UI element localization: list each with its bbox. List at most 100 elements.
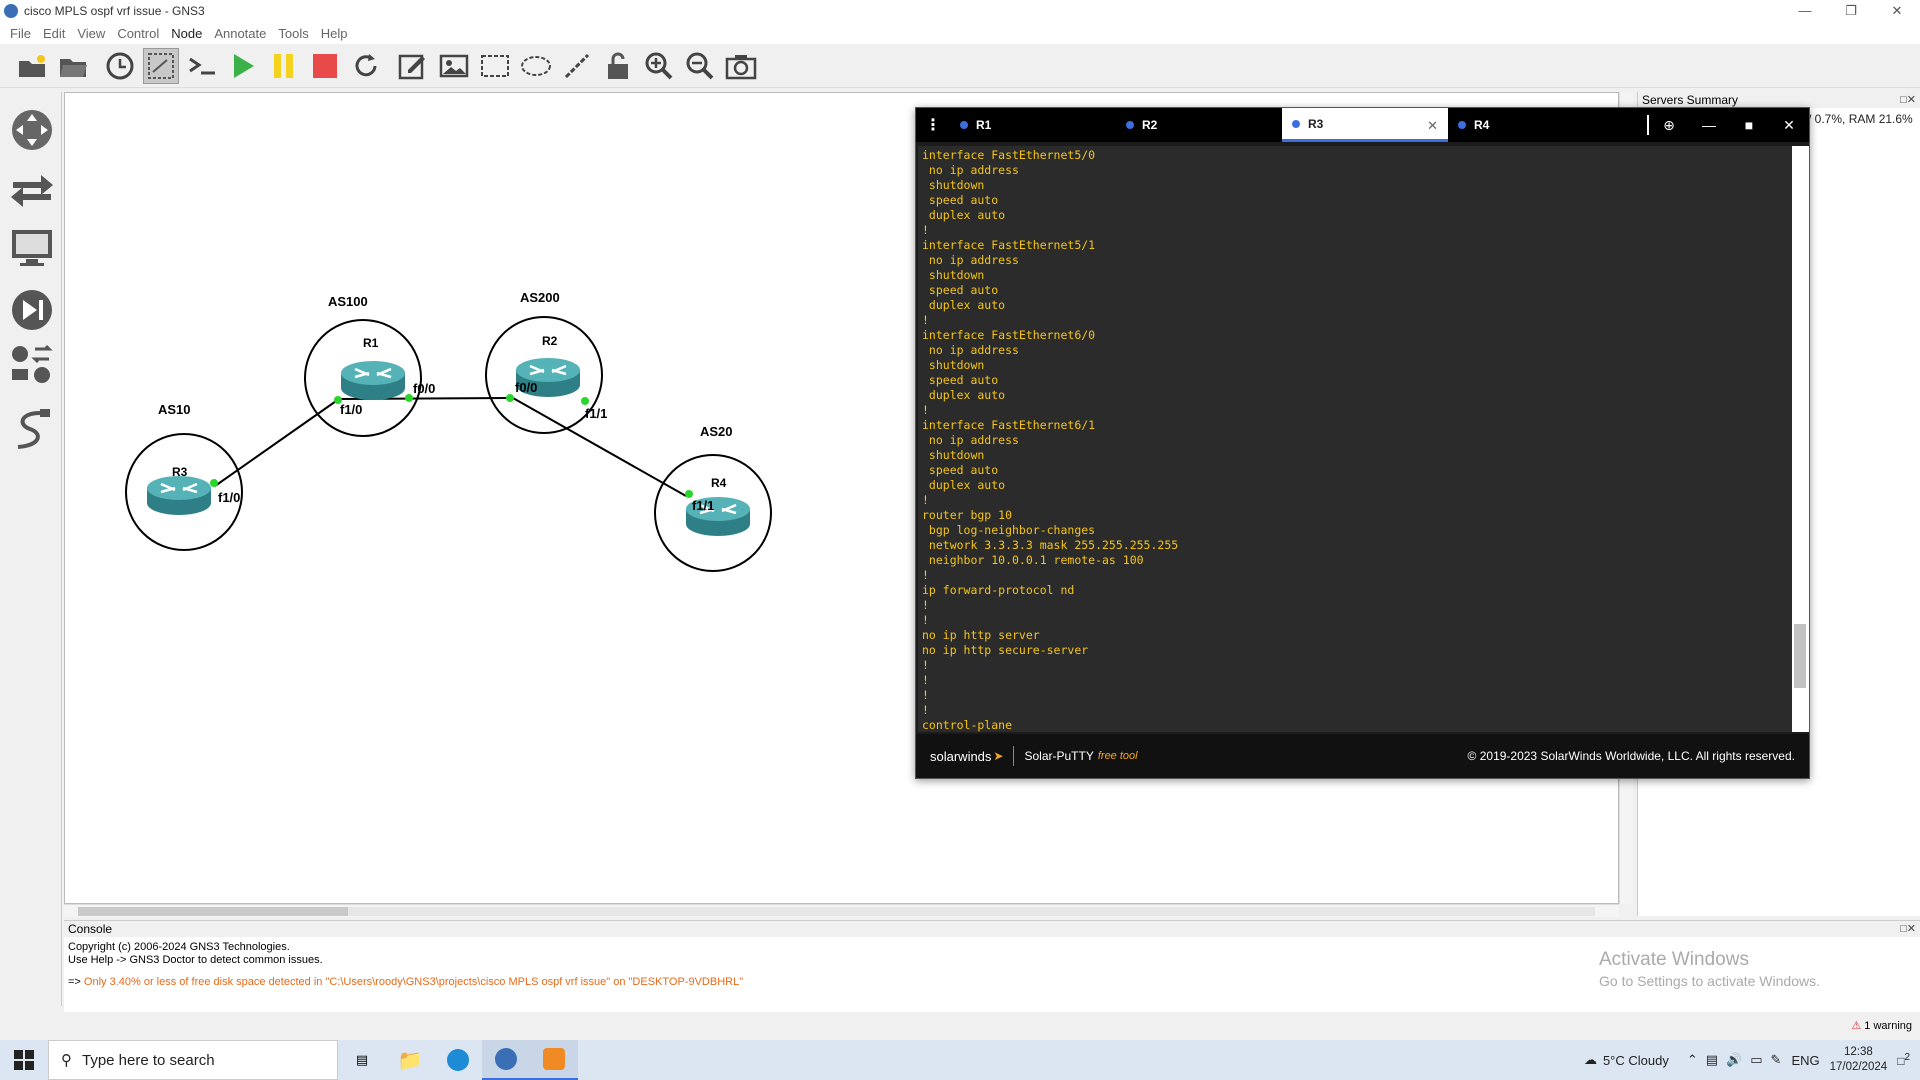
- title-bar: cisco MPLS ospf vrf issue - GNS3 — ❐ ✕: [0, 0, 1920, 22]
- router-r1-label: R1: [363, 336, 379, 350]
- session-status-icon: [1126, 121, 1134, 129]
- add-link-button[interactable]: [8, 406, 56, 454]
- router-r1[interactable]: [341, 361, 405, 400]
- product-name: Solar-PuTTY: [1024, 749, 1094, 763]
- tab-r2[interactable]: R2: [1116, 108, 1282, 142]
- menu-view[interactable]: View: [77, 25, 106, 41]
- task-view-button[interactable]: ▤: [338, 1040, 386, 1080]
- snapshot-history-button[interactable]: [102, 48, 138, 84]
- pen-icon[interactable]: ✎: [1770, 1052, 1782, 1067]
- router-r4-label: R4: [711, 476, 727, 490]
- gns3-taskbar-button[interactable]: [482, 1040, 530, 1080]
- browse-routers-button[interactable]: [8, 106, 56, 154]
- suspend-all-button[interactable]: [266, 48, 302, 84]
- console-all-button[interactable]: [184, 48, 220, 84]
- putty-minimize-button[interactable]: —: [1702, 117, 1716, 133]
- taskbar-search-box[interactable]: ⚲ Type here to search: [48, 1040, 338, 1080]
- router-r4[interactable]: [686, 497, 750, 536]
- language-indicator[interactable]: ENG: [1791, 1052, 1820, 1068]
- start-all-button[interactable]: [225, 48, 261, 84]
- tab-r1[interactable]: R1: [950, 108, 1116, 142]
- router-r3[interactable]: [147, 476, 211, 515]
- interface-label-r3-f1-0: f1/0: [218, 490, 240, 505]
- weather-text[interactable]: 5°C Cloudy: [1602, 1052, 1669, 1068]
- show-interface-labels-button[interactable]: [143, 47, 179, 84]
- stop-all-button[interactable]: [307, 48, 343, 84]
- close-panel-icon[interactable]: □✕: [1900, 923, 1916, 935]
- zoom-in-button[interactable]: [641, 48, 677, 84]
- browse-all-devices-button[interactable]: [8, 342, 56, 390]
- system-clock[interactable]: 12:38 17/02/2024: [1830, 1045, 1888, 1075]
- close-panel-icon[interactable]: □✕: [1900, 94, 1916, 106]
- network-icon[interactable]: ▤: [1705, 1052, 1719, 1067]
- terminal-scrollbar[interactable]: [1792, 146, 1809, 732]
- interface-label-r1-f1-0: f1/0: [340, 402, 362, 417]
- as20-circle[interactable]: [654, 454, 772, 572]
- status-bar: ⚠ 1 warning: [0, 1012, 1920, 1040]
- menu-control[interactable]: Control: [117, 25, 160, 41]
- topology-svg: AS100 AS200 AS10 AS20 R1 R2 R3 R4 f1/0 f…: [125, 290, 772, 572]
- volume-icon[interactable]: 🔊: [1726, 1052, 1743, 1067]
- menu-annotate[interactable]: Annotate: [214, 25, 267, 41]
- as100-circle[interactable]: [304, 319, 422, 437]
- link-r1-r3[interactable]: [214, 398, 340, 487]
- tab-r3[interactable]: R3✕: [1282, 108, 1448, 142]
- draw-rectangle-button[interactable]: [477, 48, 513, 84]
- insert-picture-button[interactable]: [436, 48, 472, 84]
- draw-line-button[interactable]: [559, 48, 595, 84]
- menu-edit[interactable]: Edit: [42, 25, 66, 41]
- edge-icon: [447, 1049, 469, 1071]
- device-dock: [0, 92, 62, 1006]
- warning-icon: ⚠: [1851, 1020, 1862, 1032]
- scrollbar-thumb[interactable]: [1794, 624, 1806, 688]
- menu-help[interactable]: Help: [320, 25, 348, 41]
- menu-node[interactable]: Node: [171, 25, 203, 41]
- link-status-dot: [334, 396, 342, 404]
- file-explorer-button[interactable]: 📁: [386, 1040, 434, 1080]
- terminal-output[interactable]: interface FastEthernet5/0 no ip address …: [918, 146, 1792, 732]
- zoom-out-button[interactable]: [682, 48, 718, 84]
- open-project-button[interactable]: [55, 48, 91, 84]
- servers-summary-title: Servers Summary: [1642, 93, 1739, 107]
- browse-security-devices-button[interactable]: [8, 286, 56, 334]
- clock-date: 17/02/2024: [1829, 1061, 1888, 1073]
- edge-browser-button[interactable]: [434, 1040, 482, 1080]
- putty-close-button[interactable]: ✕: [1783, 116, 1795, 133]
- reload-all-button[interactable]: [348, 48, 384, 84]
- interface-label-r2-f0-0: f0/0: [515, 380, 537, 395]
- add-note-button[interactable]: [395, 48, 431, 84]
- new-session-icon[interactable]: ⊕: [1663, 116, 1675, 133]
- display-icon[interactable]: ▭: [1750, 1052, 1763, 1067]
- restore-button[interactable]: ❐: [1845, 3, 1857, 18]
- minimize-button[interactable]: —: [1798, 3, 1812, 18]
- browse-switches-button[interactable]: [8, 166, 56, 214]
- start-button[interactable]: [0, 1040, 48, 1080]
- scrollbar-thumb[interactable]: [78, 907, 348, 916]
- menu-file[interactable]: File: [10, 25, 31, 41]
- link-r2-r4[interactable]: [512, 397, 687, 497]
- screenshot-button[interactable]: [723, 48, 759, 84]
- router-r2-label: R2: [542, 334, 558, 348]
- activate-windows-subtitle: Go to Settings to activate Windows.: [1599, 973, 1820, 989]
- menu-tools[interactable]: Tools: [278, 25, 309, 41]
- canvas-horizontal-scrollbar[interactable]: [64, 904, 1619, 917]
- chevron-up-icon[interactable]: ⌃: [1686, 1052, 1698, 1067]
- notification-center-icon[interactable]: □2: [1897, 1052, 1910, 1068]
- as10-circle[interactable]: [125, 433, 243, 551]
- new-project-button[interactable]: [14, 48, 50, 84]
- putty-maximize-button[interactable]: ■: [1744, 117, 1754, 133]
- close-button[interactable]: ✕: [1891, 3, 1903, 18]
- solar-putty-taskbar-button[interactable]: [530, 1040, 578, 1080]
- router-r3-label: R3: [172, 465, 188, 479]
- router-r2[interactable]: [516, 358, 580, 397]
- warning-count[interactable]: 1 warning: [1864, 1020, 1912, 1032]
- gns3-app-icon: [4, 4, 18, 18]
- close-tab-icon[interactable]: ✕: [1427, 118, 1438, 133]
- putty-menu-icon[interactable]: ⋮: [925, 117, 941, 134]
- browse-end-devices-button[interactable]: [8, 224, 56, 272]
- lock-items-button[interactable]: [600, 48, 636, 84]
- draw-ellipse-button[interactable]: [518, 48, 554, 84]
- as200-circle[interactable]: [485, 316, 603, 434]
- interface-label-r4-f1-1: f1/1: [692, 498, 714, 513]
- tab-r4[interactable]: R4: [1448, 108, 1614, 142]
